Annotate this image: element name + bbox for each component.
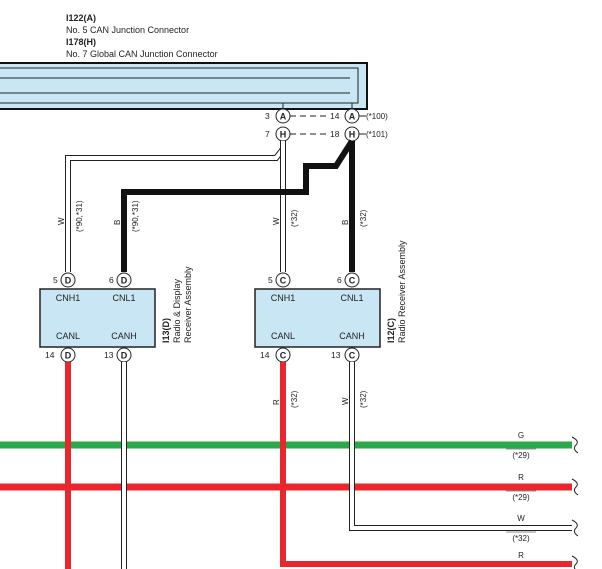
svg-text:6: 6	[109, 275, 114, 285]
svg-text:6: 6	[337, 275, 342, 285]
module-c-pin-13: C 13	[331, 347, 360, 363]
wire-white-c13	[349, 362, 572, 531]
svg-text:CNH1: CNH1	[271, 293, 296, 303]
module-d: D 5 D 6 CNH1 CNL1 CANL CANH D 14 D 13 I1…	[39, 266, 193, 363]
svg-text:18: 18	[330, 129, 340, 139]
svg-text:(*100): (*100)	[366, 112, 388, 121]
wire-note-w2: (*32)	[290, 209, 299, 227]
svg-text:CANL: CANL	[56, 331, 80, 341]
bus-label-red-2: R	[518, 551, 524, 560]
svg-text:W: W	[517, 514, 525, 523]
svg-text:13: 13	[104, 350, 114, 360]
svg-text:(*29): (*29)	[512, 451, 530, 460]
wire-label-w1: W	[57, 217, 66, 225]
connector-2-name: No. 7 Global CAN Junction Connector	[66, 49, 218, 59]
connector-1-name: No. 5 CAN Junction Connector	[66, 25, 189, 35]
svg-text:R: R	[518, 551, 524, 560]
wire-red-c14	[280, 362, 572, 567]
module-c-pin-6: C 6	[337, 272, 360, 288]
module-d-pin-6: D 6	[109, 272, 132, 288]
wire-note-b2: (*32)	[359, 209, 368, 227]
svg-text:3: 3	[265, 111, 270, 121]
svg-text:A: A	[349, 112, 356, 122]
svg-text:C: C	[280, 276, 287, 286]
svg-text:D: D	[65, 351, 72, 361]
junction-pin-3A: A 3	[265, 108, 291, 124]
svg-text:5: 5	[268, 275, 273, 285]
svg-text:CNH1: CNH1	[56, 293, 81, 303]
junction-pin-7H: H 7	[265, 126, 291, 142]
svg-text:(*32): (*32)	[512, 534, 530, 543]
module-d-pin-13: D 13	[104, 347, 132, 363]
junction-connector-block	[0, 62, 368, 110]
svg-text:C: C	[280, 351, 287, 361]
svg-text:13: 13	[331, 350, 341, 360]
svg-text:(*29): (*29)	[512, 493, 530, 502]
bus-label-green: G (*29)	[506, 431, 536, 460]
module-d-id: I13(D)	[161, 318, 171, 343]
svg-text:CANH: CANH	[111, 331, 137, 341]
svg-text:R: R	[518, 473, 524, 482]
svg-text:14: 14	[260, 350, 270, 360]
svg-text:G: G	[518, 431, 524, 440]
wire-note-w1: (*90,*31)	[75, 200, 84, 232]
svg-text:H: H	[280, 130, 287, 140]
bus-label-red: R (*29)	[506, 473, 536, 502]
wire-white-to-d5	[65, 141, 286, 272]
module-d-pin-5: D 5	[53, 272, 76, 288]
junction-pin-14A: A 14 (*100)	[330, 108, 388, 124]
svg-text:A: A	[280, 112, 287, 122]
module-c: C 5 C 6 CNH1 CNL1 CANL CANH C 14 C 13 I1…	[254, 240, 407, 363]
svg-text:(*101): (*101)	[366, 130, 388, 139]
wire-note-b1: (*90,*31)	[131, 200, 140, 232]
svg-text:D: D	[121, 276, 128, 286]
wire-note-r: (*32)	[290, 390, 299, 408]
connector-1-id: I122(A)	[66, 13, 96, 23]
wire-label-r: R	[272, 399, 281, 405]
module-d-name-2: Receiver Assembly	[183, 266, 193, 343]
svg-text:CNL1: CNL1	[112, 293, 135, 303]
svg-text:D: D	[65, 276, 72, 286]
wire-label-b1: B	[113, 220, 122, 225]
wire-label-w3: W	[341, 397, 350, 405]
svg-text:C: C	[349, 351, 356, 361]
wire-note-w3: (*32)	[359, 390, 368, 408]
bus-label-white: W (*32)	[506, 514, 536, 543]
wire-break-symbols	[571, 436, 579, 569]
svg-text:14: 14	[330, 111, 340, 121]
svg-text:5: 5	[53, 275, 58, 285]
connector-2-id: I178(H)	[66, 37, 96, 47]
svg-text:CANH: CANH	[339, 331, 365, 341]
module-d-pin-14: D 14	[45, 347, 76, 363]
svg-text:D: D	[121, 351, 128, 361]
svg-text:7: 7	[265, 129, 270, 139]
module-c-id: I12(C)	[386, 318, 396, 343]
module-d-box	[39, 288, 156, 348]
svg-text:C: C	[349, 276, 356, 286]
module-c-pin-5: C 5	[268, 272, 291, 288]
wire-black-to-d6	[121, 139, 355, 272]
svg-text:CANL: CANL	[271, 331, 295, 341]
junction-pin-18H: H 18 (*101)	[330, 126, 388, 142]
wire-label-w2: W	[272, 217, 281, 225]
svg-text:H: H	[349, 130, 356, 140]
module-c-name: Radio Receiver Assembly	[397, 240, 407, 343]
module-d-name-1: Radio & Display	[172, 278, 182, 343]
module-c-pin-14: C 14	[260, 347, 291, 363]
module-c-box	[254, 288, 381, 348]
wire-label-b2: B	[341, 220, 350, 225]
svg-text:14: 14	[45, 350, 55, 360]
svg-text:CNL1: CNL1	[340, 293, 363, 303]
